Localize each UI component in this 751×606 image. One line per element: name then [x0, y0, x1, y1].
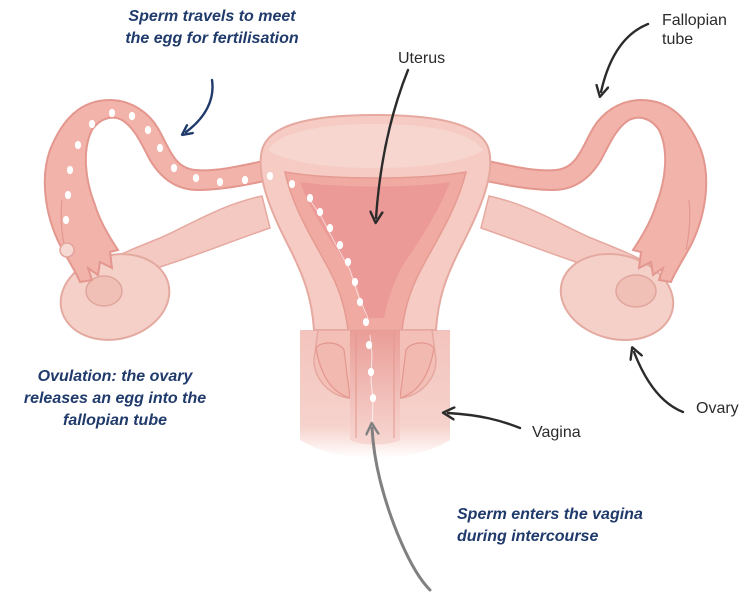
vagina-label-text: Vagina	[532, 423, 581, 442]
sperm-enters-note: Sperm enters the vagina during intercour…	[457, 504, 643, 548]
fallopian-tube-arrow	[601, 24, 648, 92]
egg-cell	[60, 243, 74, 257]
vagina-label: Vagina	[532, 423, 581, 442]
uterus-label-text: Uterus	[398, 49, 445, 68]
uterus	[261, 115, 491, 458]
ovary-arrow	[634, 352, 683, 412]
fallopian-tube-label: Fallopian tube	[662, 11, 727, 49]
sperm-travels-line-1: Sperm travels to meet	[112, 6, 312, 28]
ovulation-line-2: releases an egg into the	[5, 388, 225, 410]
fallopian-tube-line-2: tube	[662, 30, 727, 49]
ovary-label-text: Ovary	[696, 399, 739, 418]
sperm-travels-line-2: the egg for fertilisation	[112, 28, 312, 50]
sperm-travels-arrow	[186, 80, 213, 132]
ovary-label: Ovary	[696, 399, 739, 418]
ovulation-line-1: Ovulation: the ovary	[5, 366, 225, 388]
ovulation-note: Ovulation: the ovary releases an egg int…	[5, 366, 225, 432]
uterus-label: Uterus	[398, 49, 445, 68]
sperm-enters-line-1: Sperm enters the vagina	[457, 504, 643, 526]
vagina-arrow	[448, 413, 520, 428]
ovulation-line-3: fallopian tube	[5, 410, 225, 432]
fallopian-tube-line-1: Fallopian	[662, 11, 727, 30]
sperm-enters-line-2: during intercourse	[457, 526, 643, 548]
sperm-travels-note: Sperm travels to meet the egg for fertil…	[112, 6, 312, 50]
